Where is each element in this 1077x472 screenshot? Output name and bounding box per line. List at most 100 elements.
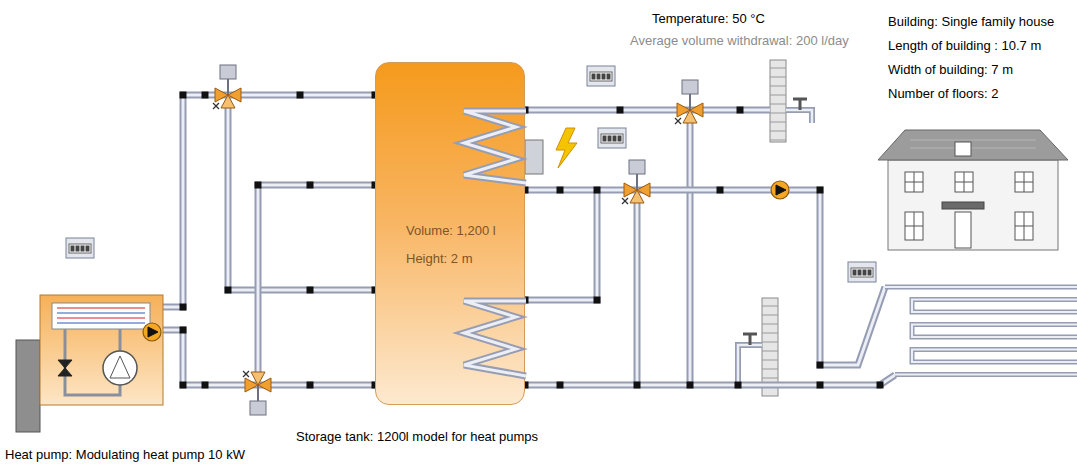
window-bar [905, 226, 923, 227]
building-spec: Width of building: 7 m [888, 62, 1013, 78]
pipe-joint [717, 187, 723, 193]
pump-arrow [148, 327, 158, 337]
valve-stem [227, 79, 229, 95]
pump-body [143, 323, 161, 341]
window-bar [1015, 226, 1033, 227]
pipe [258, 185, 375, 376]
tap-handle [743, 334, 757, 345]
wall-hatch [770, 140, 786, 141]
pump-body [771, 181, 789, 199]
display-window [590, 72, 612, 81]
pipe-core [525, 109, 770, 112]
valve-mark [622, 198, 628, 204]
display-digit [81, 246, 84, 251]
display-housing [66, 238, 94, 258]
pipe-joint [180, 382, 186, 388]
pipe-core [525, 375, 895, 385]
valve-mark [622, 198, 628, 204]
wall-hatch [770, 104, 786, 105]
pipe [690, 118, 691, 385]
wall-hatch [762, 306, 778, 307]
pipe-core [228, 104, 375, 290]
pipe [525, 190, 597, 300]
display-digit [76, 246, 79, 251]
pipe-joint [180, 304, 186, 310]
display-digit [603, 136, 606, 141]
pipe-joint [817, 362, 823, 368]
wall-body [762, 298, 778, 396]
house-roof [878, 130, 1068, 160]
display-digit [602, 74, 605, 79]
tap-stem [799, 100, 802, 110]
compressor [103, 351, 137, 385]
valve-mark [675, 118, 681, 124]
pipe-wall [885, 287, 1077, 375]
pipe-joint [594, 297, 600, 303]
floor-heating-coil [885, 287, 1077, 375]
heating-return-pipe [525, 375, 895, 385]
pipe-core [163, 330, 375, 385]
wall-hatch [762, 378, 778, 379]
display-housing [587, 66, 615, 86]
roof-line [910, 148, 1036, 149]
wall-hatch [770, 131, 786, 132]
valve-actuator [682, 80, 698, 94]
pipe-connector [163, 95, 375, 307]
heat-exchanger-coil [464, 111, 526, 183]
pipe-joint [634, 382, 640, 388]
heat-pump-symbol [16, 295, 163, 432]
tap-crossbar [743, 333, 757, 336]
expansion-valve [58, 368, 72, 376]
pipe-joint [307, 182, 313, 188]
controller-display [66, 238, 94, 258]
wall-hatch [770, 86, 786, 87]
heat-exchanger-coil [464, 301, 526, 376]
three-way-valve [243, 371, 271, 415]
display-digit [858, 270, 861, 275]
pipe-joint [307, 287, 313, 293]
tap-handle [793, 99, 807, 110]
pipe-joint [307, 382, 313, 388]
pipe-wall [738, 345, 762, 385]
pipe [637, 198, 638, 385]
display-digit [71, 246, 74, 251]
circulation-pump [771, 181, 789, 199]
valve-actuator [629, 160, 645, 174]
heat-pump-housing [40, 295, 163, 405]
pipe-joint [557, 382, 563, 388]
pipe-joint [735, 382, 741, 388]
pipe-core [786, 110, 812, 123]
pipe-wall [525, 375, 895, 385]
wall-hatch [762, 351, 778, 352]
pipe-joint [817, 187, 823, 193]
tap-spout [786, 110, 812, 123]
pipe-joint [687, 382, 693, 388]
pipe-wall [525, 190, 885, 365]
condenser-line [57, 317, 145, 319]
component-caption: Storage tank: 1200l model for heat pumps [296, 429, 538, 445]
valve-mark [243, 371, 249, 377]
roof-line [910, 140, 1036, 141]
pipe [228, 104, 375, 290]
tank-spec: Height: 2 m [406, 251, 472, 267]
pipe-core [525, 190, 597, 300]
condenser-line [57, 312, 145, 314]
pipe-joint [617, 107, 623, 113]
pipe-joint [202, 382, 208, 388]
valve-stem [689, 94, 691, 110]
wall-section [770, 60, 786, 142]
wall-hatch [770, 77, 786, 78]
wall-hatch [762, 315, 778, 316]
pipe-core [885, 287, 1077, 375]
wall-hatch [762, 333, 778, 334]
tap-stem [749, 335, 752, 345]
wall-hatch [770, 95, 786, 96]
pipe-joint [225, 287, 231, 293]
wall-hatch [762, 324, 778, 325]
tap-crossbar [793, 98, 807, 101]
controller-display [587, 66, 615, 86]
pipe-wall [464, 301, 526, 376]
wall-body [770, 60, 786, 142]
